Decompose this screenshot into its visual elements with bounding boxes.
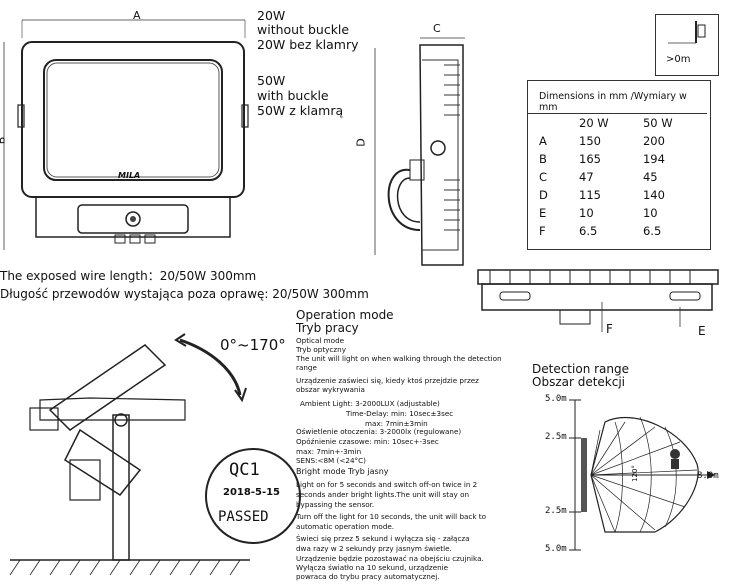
bright-text-3: bypassing the sensor.	[296, 500, 375, 509]
stamp-date: 2018-5-15	[223, 487, 281, 498]
bright-text-2: seconds ander bright lights.The unit wil…	[296, 490, 470, 499]
dimensions-table-frame	[527, 80, 711, 250]
bright-text-9: Wyłącza światło na 10 sekund, urządzenie	[296, 563, 449, 572]
stamp-passed: PASSED	[218, 509, 269, 525]
optical-mode-pl: Tryb optyczny	[296, 345, 346, 354]
variant-50w-label: 50W	[257, 73, 286, 88]
bright-mode-title: Bright mode Tryb jasny	[296, 467, 389, 476]
detection-title: Detection range	[532, 362, 630, 376]
tick-upper: 2.5m	[545, 432, 567, 442]
detection-range-diagram	[569, 399, 715, 551]
bright-text-6: Świeci się przez 5 sekund i wyłącza się …	[296, 534, 470, 543]
detection-angle: 120°	[630, 465, 639, 482]
bright-text-5: automatic operation mode.	[296, 522, 395, 531]
wire-length-pl: Długość przewodów wystająca poza oprawę:…	[0, 287, 369, 301]
front-view-drawing	[3, 19, 249, 250]
mounting-distance-icon-box: >0m	[655, 14, 719, 76]
table-title: Dimensions in mm /Wymiary w mm	[527, 87, 707, 114]
variant-20w-label: 20W	[257, 8, 286, 23]
tick-bottom: 5.0m	[545, 544, 567, 554]
dimension-e-label: E	[698, 324, 706, 338]
delay-pl: Opóźnienie czasowe: min: 10sec+-3sec	[296, 437, 439, 446]
col-50w: 50 W	[642, 116, 673, 130]
op-text-1: The unit will light on when walking thro…	[296, 354, 502, 363]
ambient-light-pl: Oświetlenie otoczenia: 3-2000lx (regulow…	[296, 427, 462, 436]
tick-top: 5.0m	[545, 394, 567, 404]
delay-pl-max: max: 7min+-3min	[296, 447, 362, 456]
variant-50w-desc: with buckle	[257, 88, 329, 103]
dimension-d-label: D	[354, 138, 368, 147]
sensitivity: SENS:<8M (<24°C)	[296, 456, 366, 465]
variant-20w-desc: without buckle	[257, 22, 350, 37]
op-text-2b: obszar wykrywania	[296, 385, 365, 394]
side-view-drawing	[374, 37, 465, 266]
bright-text-8: Urządzenie będzie pozostawać na obejściu…	[296, 554, 484, 563]
qc-stamp: QC1 2018-5-15 PASSED	[205, 448, 301, 544]
brand-logo: MILA	[118, 171, 141, 180]
optical-mode: Optical mode	[296, 336, 345, 345]
time-delay-max: max: 7min±3min	[365, 419, 428, 428]
tick-lower: 2.5m	[545, 506, 567, 516]
stamp-qc: QC1	[229, 460, 260, 480]
bright-text-10: powraca do trybu pracy automatycznej.	[296, 572, 440, 581]
dimension-b-label: B	[0, 137, 7, 145]
rotation-label: 0°~170°	[220, 336, 286, 354]
variant-50w-desc-pl: 50W z klamrą	[257, 103, 344, 118]
wire-length-en: The exposed wire length：20/50W 300mm	[0, 269, 257, 283]
detection-range-right: 8.0m	[697, 471, 719, 481]
ambient-light: Ambient Light: 3-2000LUX (adjustable)	[300, 399, 440, 408]
distance-label: >0m	[666, 54, 691, 65]
dimension-f-label: F	[606, 322, 613, 336]
operation-title-pl: Tryb pracy	[296, 321, 359, 335]
bright-text-4: Turn off the light for 10 seconds, the u…	[296, 512, 487, 521]
detection-title-pl: Obszar detekcji	[532, 375, 626, 389]
col-20w: 20 W	[579, 116, 609, 130]
dimension-a-label: A	[133, 9, 141, 22]
time-delay-min: Time-Delay: min: 10sec±3sec	[346, 409, 454, 418]
bright-text-7: dwa razy w 2 sekundy przy jasnym świetle…	[296, 544, 452, 553]
bottom-view-drawing	[477, 269, 719, 332]
bright-text-1: Light on for 5 seconds and switch off-on…	[296, 480, 478, 489]
operation-title: Operation mode	[296, 308, 394, 322]
dimension-c-label: C	[433, 22, 441, 35]
mounting-pole-drawing	[9, 333, 250, 576]
op-text-1b: range	[296, 363, 317, 372]
variant-20w-desc-pl: 20W bez klamry	[257, 37, 359, 52]
op-text-2: Urządzenie zaświeci się, kiedy ktoś prze…	[296, 376, 479, 385]
